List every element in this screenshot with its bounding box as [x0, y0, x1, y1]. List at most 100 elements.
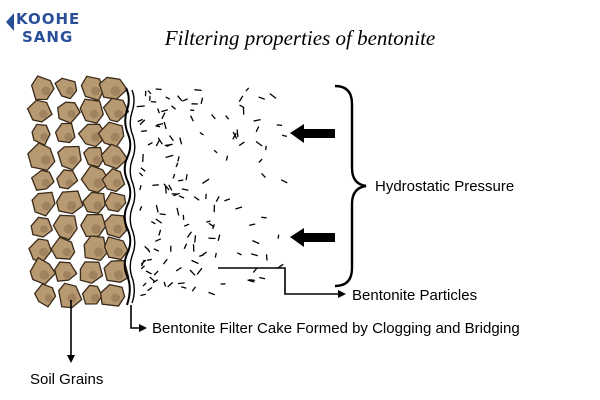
- bentonite-particle: [140, 265, 146, 270]
- soil-grain-shade: [93, 156, 101, 164]
- soil-grain: [101, 168, 126, 193]
- bentonite-particle: [156, 122, 164, 126]
- bentonite-particle: [211, 114, 216, 120]
- bentonite-particle: [155, 125, 161, 128]
- bentonite-particle: [150, 100, 157, 103]
- filter-cake-arrowhead-icon: [139, 324, 147, 332]
- pressure-arrow-icon: [290, 228, 335, 247]
- bentonite-particle: [206, 220, 211, 223]
- soil-grain-shade: [39, 247, 48, 257]
- soil-grain-shade: [39, 109, 48, 119]
- particles-arrowhead-icon: [338, 290, 346, 298]
- bentonite-particle: [163, 281, 167, 287]
- soil-grain-shade: [67, 110, 76, 118]
- bentonite-particle: [178, 195, 185, 199]
- bentonite-particle: [147, 248, 151, 253]
- bentonite-particle: [159, 213, 166, 216]
- bentonite-particle: [165, 154, 174, 159]
- bentonite-particle: [277, 234, 280, 239]
- soil-grain-shade: [111, 293, 121, 303]
- bentonite-particle: [239, 104, 244, 108]
- bentonite-particles-field: [136, 87, 288, 297]
- bentonite-particle: [237, 252, 242, 256]
- soil-grain-shade: [93, 178, 104, 188]
- bentonite-particle: [261, 216, 267, 219]
- bentonite-particle: [178, 179, 184, 182]
- soil-grain-shade: [40, 155, 51, 165]
- bentonite-particle: [147, 142, 153, 146]
- bentonite-particle: [193, 196, 200, 201]
- bentonite-particle: [252, 240, 260, 245]
- soil-grain-shade: [94, 247, 104, 257]
- soil-grain-shade: [114, 109, 123, 119]
- brace-icon: [334, 84, 367, 288]
- soil-grain-shade: [40, 133, 48, 141]
- bentonite-particle: [179, 137, 183, 145]
- soil-grains-label: Soil Grains: [30, 371, 103, 388]
- bentonite-particle: [249, 223, 256, 227]
- bentonite-particle: [173, 192, 180, 197]
- bentonite-particle: [175, 266, 182, 272]
- bentonite-particle: [217, 234, 221, 241]
- bentonite-particle: [194, 89, 202, 92]
- bentonite-particle: [158, 229, 162, 236]
- bentonite-particle: [141, 259, 145, 267]
- bentonite-particle: [153, 270, 159, 276]
- soil-grain-shade: [93, 201, 103, 211]
- bentonite-particle: [196, 267, 203, 275]
- soil-grain-shade: [41, 86, 51, 96]
- bentonite-particle: [171, 105, 177, 110]
- bentonite-particle: [202, 251, 207, 256]
- filter-cake-label: Bentonite Filter Cake Formed by Clogging…: [152, 320, 520, 337]
- bentonite-particle: [245, 87, 250, 92]
- bentonite-particle: [176, 207, 180, 216]
- bentonite-particle: [276, 124, 283, 127]
- bentonite-particle: [208, 291, 216, 296]
- filter-cake-leader-line: [130, 305, 141, 329]
- bentonite-particle: [165, 96, 171, 100]
- bentonite-particle: [238, 141, 245, 147]
- soil-grain: [27, 142, 56, 172]
- bentonite-particle: [200, 97, 204, 105]
- pressure-arrow-icon: [290, 124, 335, 143]
- soil-grain-shade: [41, 201, 51, 211]
- bentonite-particle: [214, 252, 217, 258]
- logo-line-1: KOOHE: [16, 10, 80, 28]
- bentonite-particle: [140, 167, 146, 172]
- logo-line-2: SANG: [22, 28, 73, 46]
- company-logo: KOOHE SANG: [6, 10, 80, 46]
- bentonite-particle: [215, 196, 220, 202]
- bentonite-particle: [136, 105, 145, 108]
- bentonite-particle: [258, 96, 266, 100]
- bentonite-particle: [152, 184, 159, 187]
- bentonite-particle: [261, 172, 266, 179]
- bentonite-particle: [139, 119, 146, 126]
- hydrostatic-pressure-label: Hydrostatic Pressure: [375, 178, 514, 195]
- bentonite-particle: [167, 281, 174, 288]
- soil-grain: [81, 191, 106, 214]
- soil-grain-shade: [62, 247, 72, 257]
- soil-grain-shade: [39, 270, 50, 280]
- soil-grain-shade: [65, 179, 74, 187]
- bentonite-particle: [191, 286, 197, 292]
- soil-grain-shade: [110, 86, 121, 96]
- bentonite-particle: [191, 259, 199, 265]
- bentonite-particle: [155, 140, 160, 147]
- bentonite-particle: [150, 221, 156, 225]
- soil-grain-shade: [110, 132, 120, 142]
- bentonite-particles-label: Bentonite Particles: [352, 287, 477, 304]
- bentonite-particle: [155, 88, 162, 91]
- bentonite-particle: [280, 179, 288, 184]
- soil-grains-arrowhead-icon: [67, 355, 75, 363]
- bentonite-particle: [177, 95, 183, 102]
- bentonite-particle: [265, 145, 267, 151]
- bentonite-particle: [185, 174, 188, 181]
- bentonite-particle: [164, 143, 173, 147]
- bentonite-particle: [139, 172, 144, 177]
- soil-grain: [83, 146, 104, 168]
- soil-grain-shade: [65, 86, 75, 96]
- bentonite-particle: [161, 109, 168, 113]
- soil-grain-shade: [63, 271, 72, 279]
- bentonite-particle: [199, 131, 204, 136]
- bentonite-particle: [177, 156, 180, 162]
